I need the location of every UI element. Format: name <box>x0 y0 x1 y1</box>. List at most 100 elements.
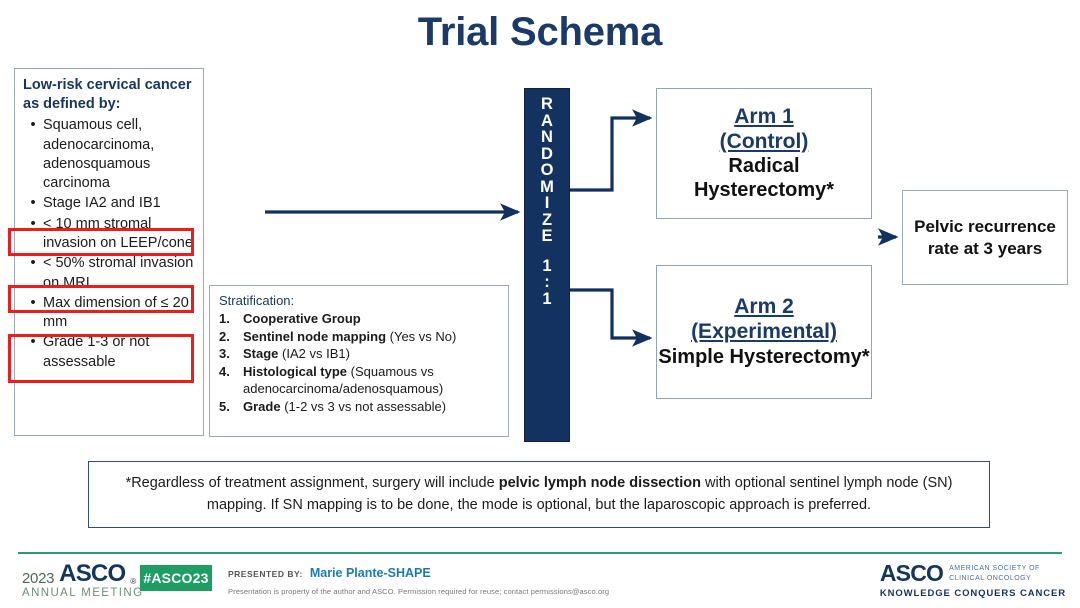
criteria-item-text: Grade 1-3 or not assessable <box>43 334 150 370</box>
permission-notice: Presentation is property of the author a… <box>228 587 610 596</box>
criteria-item: • < 10 mm stromal invasion on LEEP/cone <box>23 215 195 254</box>
stratification-detail: (1-2 vs 3 vs not assessable) <box>284 398 447 414</box>
criteria-item-text: Max dimension of ≤ 20 mm <box>43 294 189 331</box>
criteria-list: • Squamous cell, adenocarcinoma, adenosq… <box>23 116 195 372</box>
allocation-ratio-char: 1 <box>542 289 552 308</box>
asco-logo-top-row: 2023 ASCO ® <box>22 560 143 587</box>
asco-annual-meeting-text: ANNUAL MEETING <box>22 587 144 599</box>
stratification-label: Cooperative Group <box>243 311 361 326</box>
asco-year: 2023 <box>22 570 55 587</box>
bullet-icon: • <box>30 215 36 232</box>
highlight-rect-max-dimension <box>8 334 194 383</box>
stratification-label: Sentinel node mapping <box>243 328 387 344</box>
stratification-item: 3. Stage (IA2 vs IB1) <box>219 345 499 362</box>
randomize-letter: Z <box>541 210 553 229</box>
stratification-text: Sentinel node mapping (Yes vs No) <box>243 328 499 345</box>
criteria-item: • Squamous cell, adenocarcinoma, adenosq… <box>23 116 195 193</box>
arrow-randomize-to-arm1 <box>570 109 653 192</box>
asco-tagline: KNOWLEDGE CONQUERS CANCER <box>879 588 1066 599</box>
arm-2-title: Arm 2 <box>734 295 794 319</box>
arm-2-procedure: Simple Hysterectomy* <box>658 345 870 368</box>
bullet-icon: • <box>30 255 36 272</box>
footnote-part-1: *Regardless of treatment assignment, sur… <box>125 474 499 491</box>
allocation-ratio-char: : <box>544 273 550 291</box>
presented-by-label: PRESENTED BY: <box>228 569 303 579</box>
criteria-heading: Low-risk cervical cancer as defined by: <box>23 77 192 113</box>
slide-footer: 2023 ASCO ® ANNUAL MEETING #ASCO23 PRESE… <box>0 552 1080 608</box>
stratification-label: Stage <box>243 346 279 362</box>
footnote-part-2: with optional sentinel lymph node (SN) m… <box>206 474 953 513</box>
stratification-number: 3. <box>219 346 230 362</box>
stratification-number: 5. <box>219 398 230 414</box>
randomization-bar: R A N D O M I Z E 1 : 1 <box>524 88 570 442</box>
randomize-letter: R <box>541 95 553 113</box>
asco-wordmark: ASCO <box>59 560 126 587</box>
randomize-letter: E <box>541 227 553 245</box>
stratification-label: Grade <box>243 398 281 414</box>
primary-outcome-text: Pelvic recurrence rate at 3 years <box>914 217 1056 258</box>
stratification-text: Grade (1-2 vs 3 vs not assessable) <box>243 398 499 415</box>
arm-1-title: Arm 1 <box>734 104 794 128</box>
asco-society-subtitle: AMERICAN SOCIETY OF CLINICAL ONCOLOGY <box>949 564 1040 583</box>
bullet-icon: • <box>30 294 36 311</box>
footnote-text: *Regardless of treatment assignment, sur… <box>107 473 971 517</box>
stratification-label: Histological type <box>243 363 348 379</box>
presenter-name: Marie Plante-SHAPE <box>309 566 431 580</box>
stratification-number: 1. <box>219 311 230 326</box>
stratification-text: Cooperative Group <box>243 310 499 327</box>
hashtag-badge: #ASCO23 <box>140 565 212 591</box>
stratification-text: Histological type (Squamous vs adenocarc… <box>243 363 499 397</box>
criteria-item-text: < 10 mm stromal invasion on LEEP/cone <box>43 215 193 251</box>
criteria-item: • Stage IA2 and IB1 <box>23 194 195 213</box>
eligibility-criteria-box: Low-risk cervical cancer as defined by: … <box>14 68 204 436</box>
primary-outcome-box: Pelvic recurrence rate at 3 years <box>902 190 1068 285</box>
bullet-icon: • <box>30 195 36 212</box>
arm-2-subtitle: (Experimental) <box>691 320 837 343</box>
stratification-item: 2. Sentinel node mapping (Yes vs No) <box>219 328 499 345</box>
asco-society-logo: ASCO AMERICAN SOCIETY OF CLINICAL ONCOLO… <box>880 562 1066 599</box>
arm-1-box: Arm 1 (Control) Radical Hysterectomy* <box>656 88 872 219</box>
randomize-letter: D <box>541 144 553 163</box>
stratification-item: 5. Grade (1-2 vs 3 vs not assessable) <box>219 398 499 415</box>
stratification-detail: (IA2 vs IB1) <box>282 346 350 362</box>
criteria-item: • Max dimension of ≤ 20 mm <box>23 294 195 333</box>
randomize-letter: O <box>540 161 554 179</box>
randomize-letter: N <box>541 128 553 146</box>
stratification-text: Stage (IA2 vs IB1) <box>243 345 499 362</box>
asco-society-subtitle-line1: AMERICAN SOCIETY OF <box>949 565 1040 573</box>
page-title: Trial Schema <box>417 10 663 54</box>
criteria-item-text: Stage IA2 and IB1 <box>43 195 161 212</box>
bullet-icon: • <box>30 117 36 134</box>
arm-2-box: Arm 2 (Experimental) Simple Hysterectomy… <box>656 265 872 399</box>
allocation-ratio-char: 1 <box>542 256 552 275</box>
criteria-item: • Grade 1-3 or not assessable <box>23 333 195 372</box>
arm-1-procedure: Radical Hysterectomy* <box>693 155 835 202</box>
stratification-number: 2. <box>219 328 230 344</box>
registered-trademark-icon: ® <box>130 577 137 586</box>
footnote-bold-phrase: pelvic lymph node dissection <box>498 474 701 491</box>
presented-by-row: PRESENTED BY: Marie Plante-SHAPE <box>228 566 431 580</box>
stratification-item: 4. Histological type (Squamous vs adenoc… <box>219 363 499 397</box>
highlight-rect-stromal-invasion-10mm <box>8 228 194 256</box>
highlight-rect-stromal-invasion-50pct <box>8 285 194 313</box>
asco-society-subtitle-line2: CLINICAL ONCOLOGY <box>949 574 1032 582</box>
bullet-icon: • <box>30 334 36 351</box>
stratification-number: 4. <box>219 363 230 379</box>
randomize-letter: A <box>541 111 553 130</box>
stratification-list: 1. Cooperative Group 2. Sentinel node ma… <box>219 310 499 415</box>
footnote-box: *Regardless of treatment assignment, sur… <box>88 461 990 528</box>
stratification-detail: (Yes vs No) <box>389 328 457 344</box>
asco-society-wordmark: ASCO <box>879 560 944 586</box>
arrow-randomize-to-arm2 <box>570 288 653 347</box>
stratification-heading: Stratification: <box>219 293 295 308</box>
randomize-letter: M <box>540 177 554 196</box>
stratification-item: 1. Cooperative Group <box>219 310 499 327</box>
asco-annual-meeting-logo: 2023 ASCO ® ANNUAL MEETING <box>22 562 143 600</box>
footer-divider <box>18 552 1062 554</box>
stratification-box: Stratification: 1. Cooperative Group 2. … <box>209 285 509 437</box>
asco-society-logo-row: ASCO AMERICAN SOCIETY OF CLINICAL ONCOLO… <box>880 562 1066 585</box>
criteria-item-text: Squamous cell, adenocarcinoma, adenosqua… <box>43 117 155 192</box>
stratification-detail: (Squamous vs adenocarcinoma/adenosquamou… <box>243 363 444 397</box>
randomize-letter: I <box>544 194 550 212</box>
